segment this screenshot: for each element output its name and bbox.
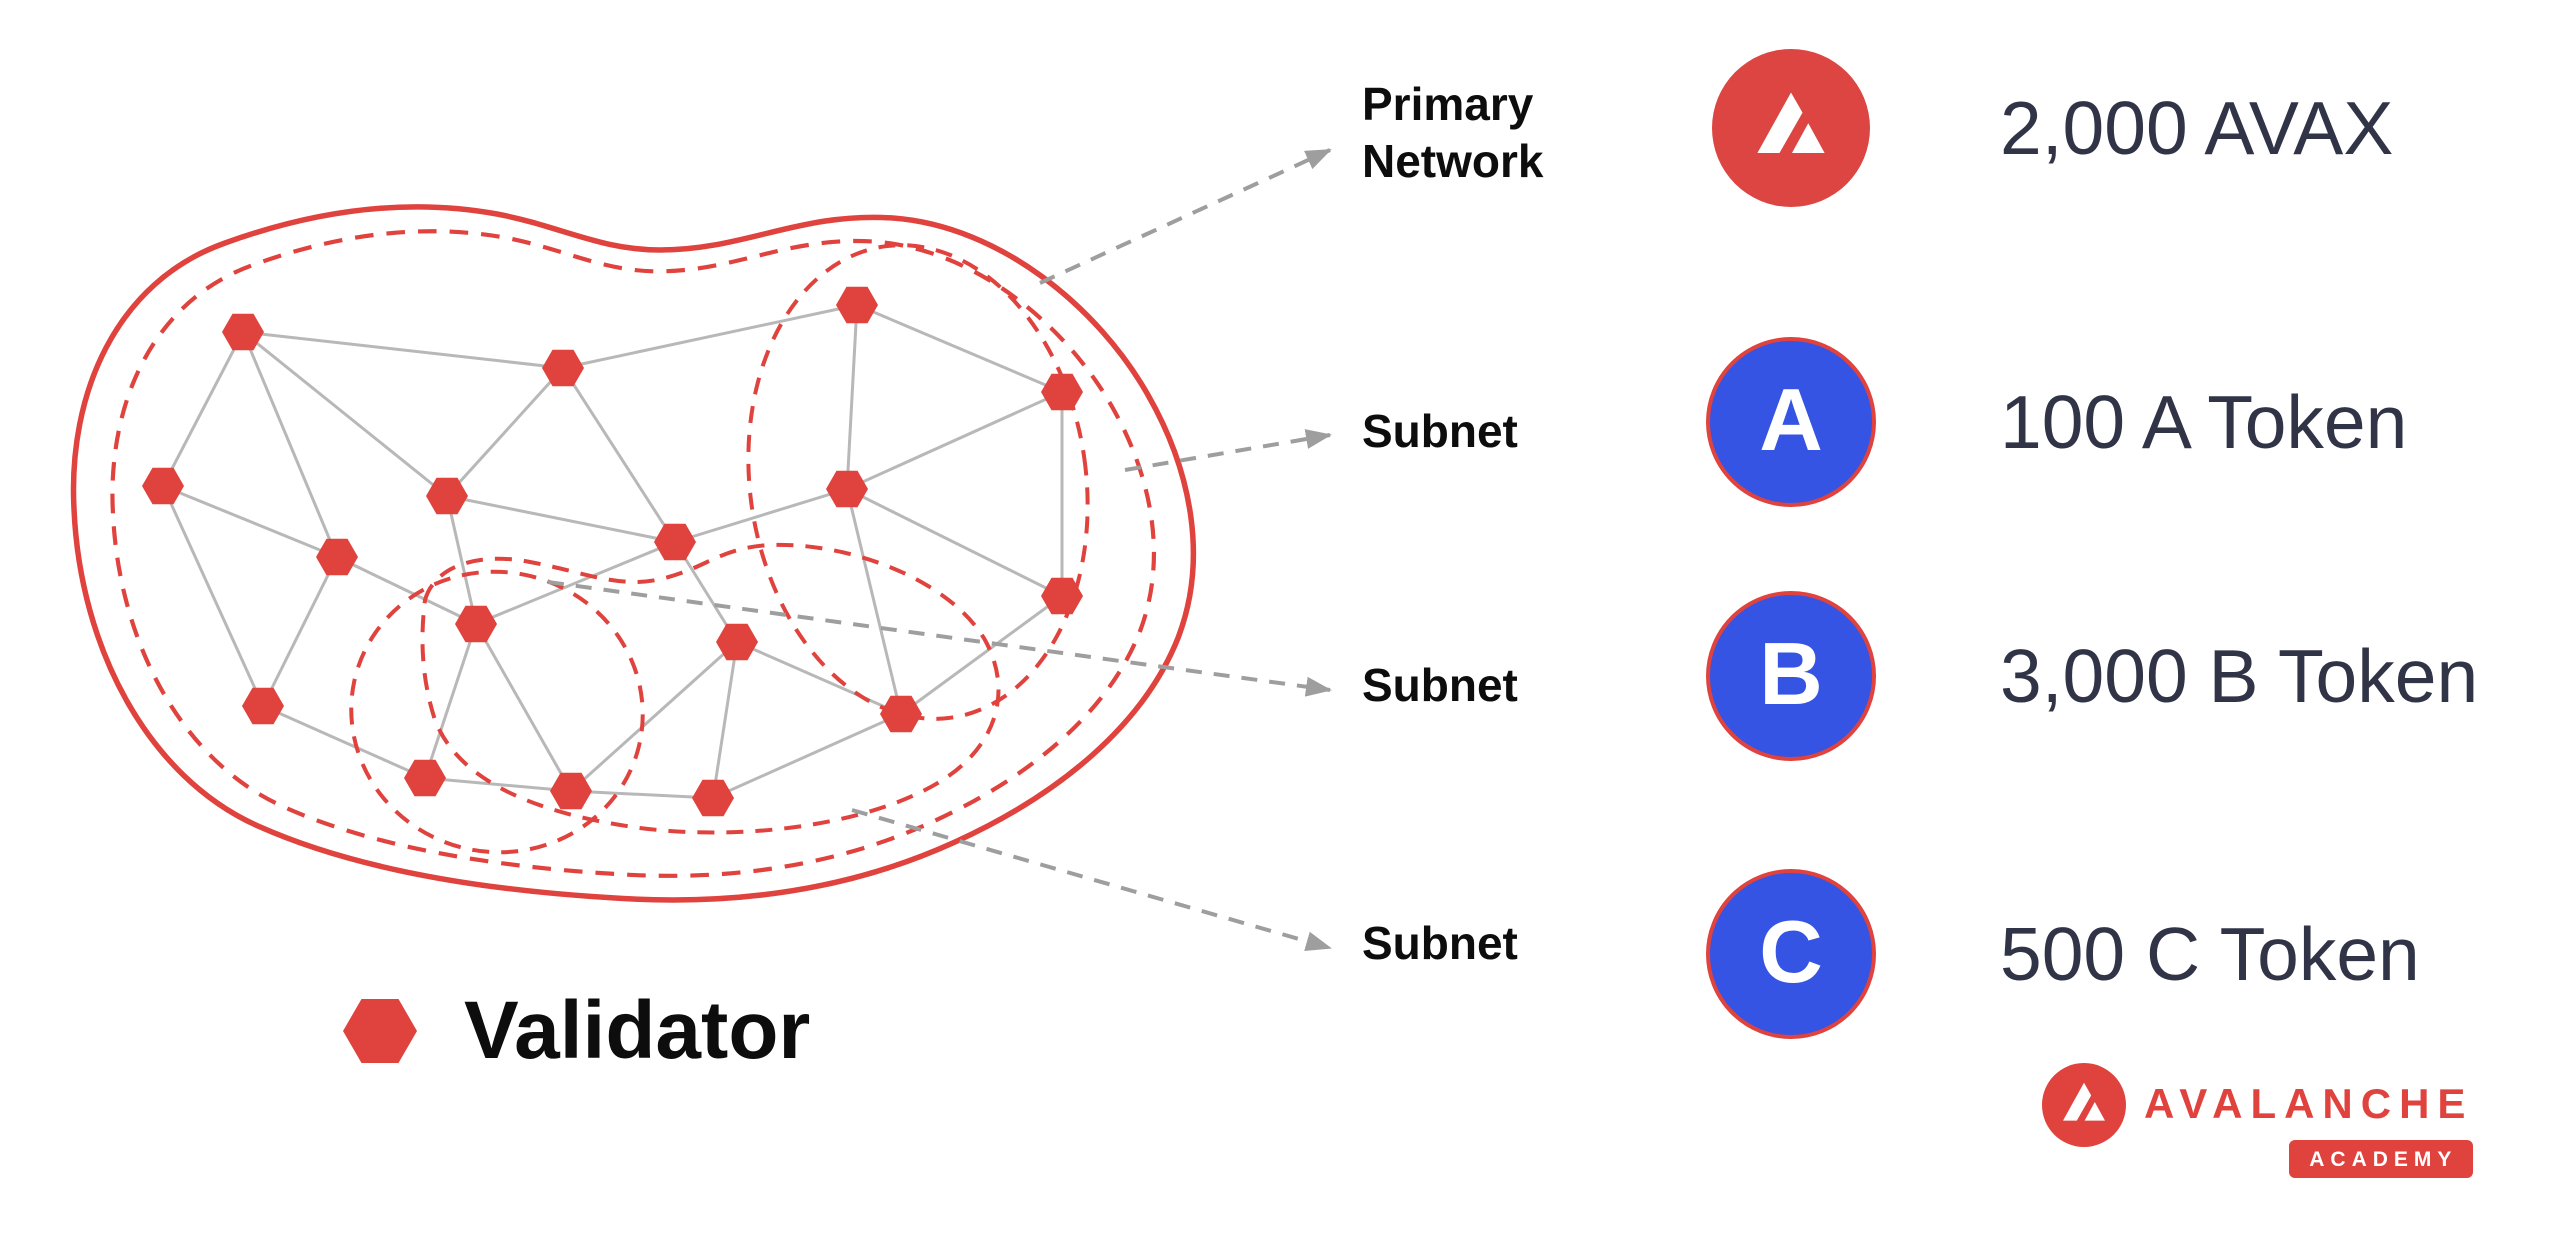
token-row-c: C 500 C Token <box>1706 869 2420 1039</box>
validator-node <box>826 470 868 508</box>
token-c-letter: C <box>1759 902 1823 1001</box>
network-edge <box>261 556 339 707</box>
network-edge <box>262 704 426 780</box>
validator-node <box>142 467 184 505</box>
validator-node <box>880 695 922 733</box>
subnet-arrow-2 <box>547 580 1332 697</box>
validator-node <box>1041 577 1083 615</box>
token-amount-avax: 2,000 AVAX <box>2000 86 2394 170</box>
token-row-avax: 2,000 AVAX <box>1712 49 2393 207</box>
network-edges <box>161 303 1064 800</box>
network-edge <box>474 623 573 792</box>
network-edge <box>561 367 677 543</box>
token-amount-b: 3,000 B Token <box>2000 634 2479 718</box>
validator-node <box>242 687 284 725</box>
label-subnet-2: Subnet <box>1362 659 1518 711</box>
token-a-letter: A <box>1759 370 1823 469</box>
validator-node <box>692 779 734 817</box>
brand-text: AVALANCHE ACADEMY <box>2144 1063 2474 1178</box>
validator-node <box>542 349 584 387</box>
primary-network-outline <box>73 207 1193 900</box>
network-edge <box>569 640 739 793</box>
network-edge <box>846 487 1063 598</box>
subnet-outline-top-right <box>746 243 1090 721</box>
network-edge <box>736 640 902 716</box>
token-row-b: B 3,000 B Token <box>1706 591 2478 761</box>
network-edge <box>711 641 739 799</box>
token-row-a: A 100 A Token <box>1706 337 2407 507</box>
validator-node <box>426 477 468 515</box>
network-edge <box>445 495 478 625</box>
validator-node <box>654 523 696 561</box>
token-b-letter: B <box>1759 624 1823 723</box>
token-amount-a: 100 A Token <box>2000 380 2408 464</box>
subnet-outline-bottom-left <box>349 569 645 855</box>
network-edge <box>241 331 339 558</box>
network-edge <box>900 594 1063 716</box>
validator-node <box>455 605 497 643</box>
validator-label: Validator <box>464 985 811 1076</box>
avalanche-academy-logo: AVALANCHE ACADEMY <box>2042 1063 2474 1178</box>
validator-nodes <box>142 286 1083 817</box>
avalanche-token-icon <box>1712 49 1870 207</box>
network-edge <box>674 487 848 544</box>
validator-node <box>316 538 358 576</box>
validator-legend: Validator <box>340 990 810 1072</box>
network-edge <box>570 789 714 800</box>
token-amount-c: 500 C Token <box>2000 912 2420 996</box>
validator-node <box>716 623 758 661</box>
network-edge <box>423 623 478 779</box>
validator-node <box>550 772 592 810</box>
brand-wordmark: AVALANCHE <box>2144 1080 2474 1127</box>
brand-badge: ACADEMY <box>2289 1140 2474 1178</box>
callout-arrows <box>547 148 1332 951</box>
avalanche-logo-mark <box>2063 1082 2105 1121</box>
token-a-icon: A <box>1706 337 1876 507</box>
network-edge <box>445 366 565 498</box>
network-edge <box>845 304 859 490</box>
validator-node <box>222 313 264 351</box>
network-edge <box>424 776 572 793</box>
network-edge <box>242 330 564 370</box>
avalanche-logo-mark <box>1757 92 1825 153</box>
network-edge <box>856 303 1063 394</box>
validator-node <box>1041 373 1083 411</box>
primary-network-arrow <box>1039 148 1332 285</box>
subnet-arrow-3 <box>851 808 1332 951</box>
avalanche-brand-icon <box>2042 1063 2126 1147</box>
label-primary-network: Primary Network <box>1362 78 1544 187</box>
network-edge <box>712 712 902 800</box>
subnet-arrow-1 <box>1124 429 1332 472</box>
network-edge <box>162 484 338 559</box>
validator-node <box>836 286 878 324</box>
network-edge <box>161 485 265 707</box>
network-edge <box>846 390 1063 491</box>
network-edge <box>562 303 858 370</box>
network-edge <box>475 540 676 626</box>
label-subnet-1: Subnet <box>1362 405 1518 457</box>
primary-network-dashed-outline <box>112 231 1153 876</box>
network-edge <box>845 488 903 715</box>
validator-hexagon-icon <box>343 999 417 1063</box>
label-subnet-3: Subnet <box>1362 917 1518 969</box>
network-edge <box>242 330 448 498</box>
validator-node <box>404 759 446 797</box>
network-edge <box>446 494 676 544</box>
network-edge <box>161 331 245 487</box>
network-edge <box>336 555 477 626</box>
token-b-icon: B <box>1706 591 1876 761</box>
token-c-icon: C <box>1706 869 1876 1039</box>
